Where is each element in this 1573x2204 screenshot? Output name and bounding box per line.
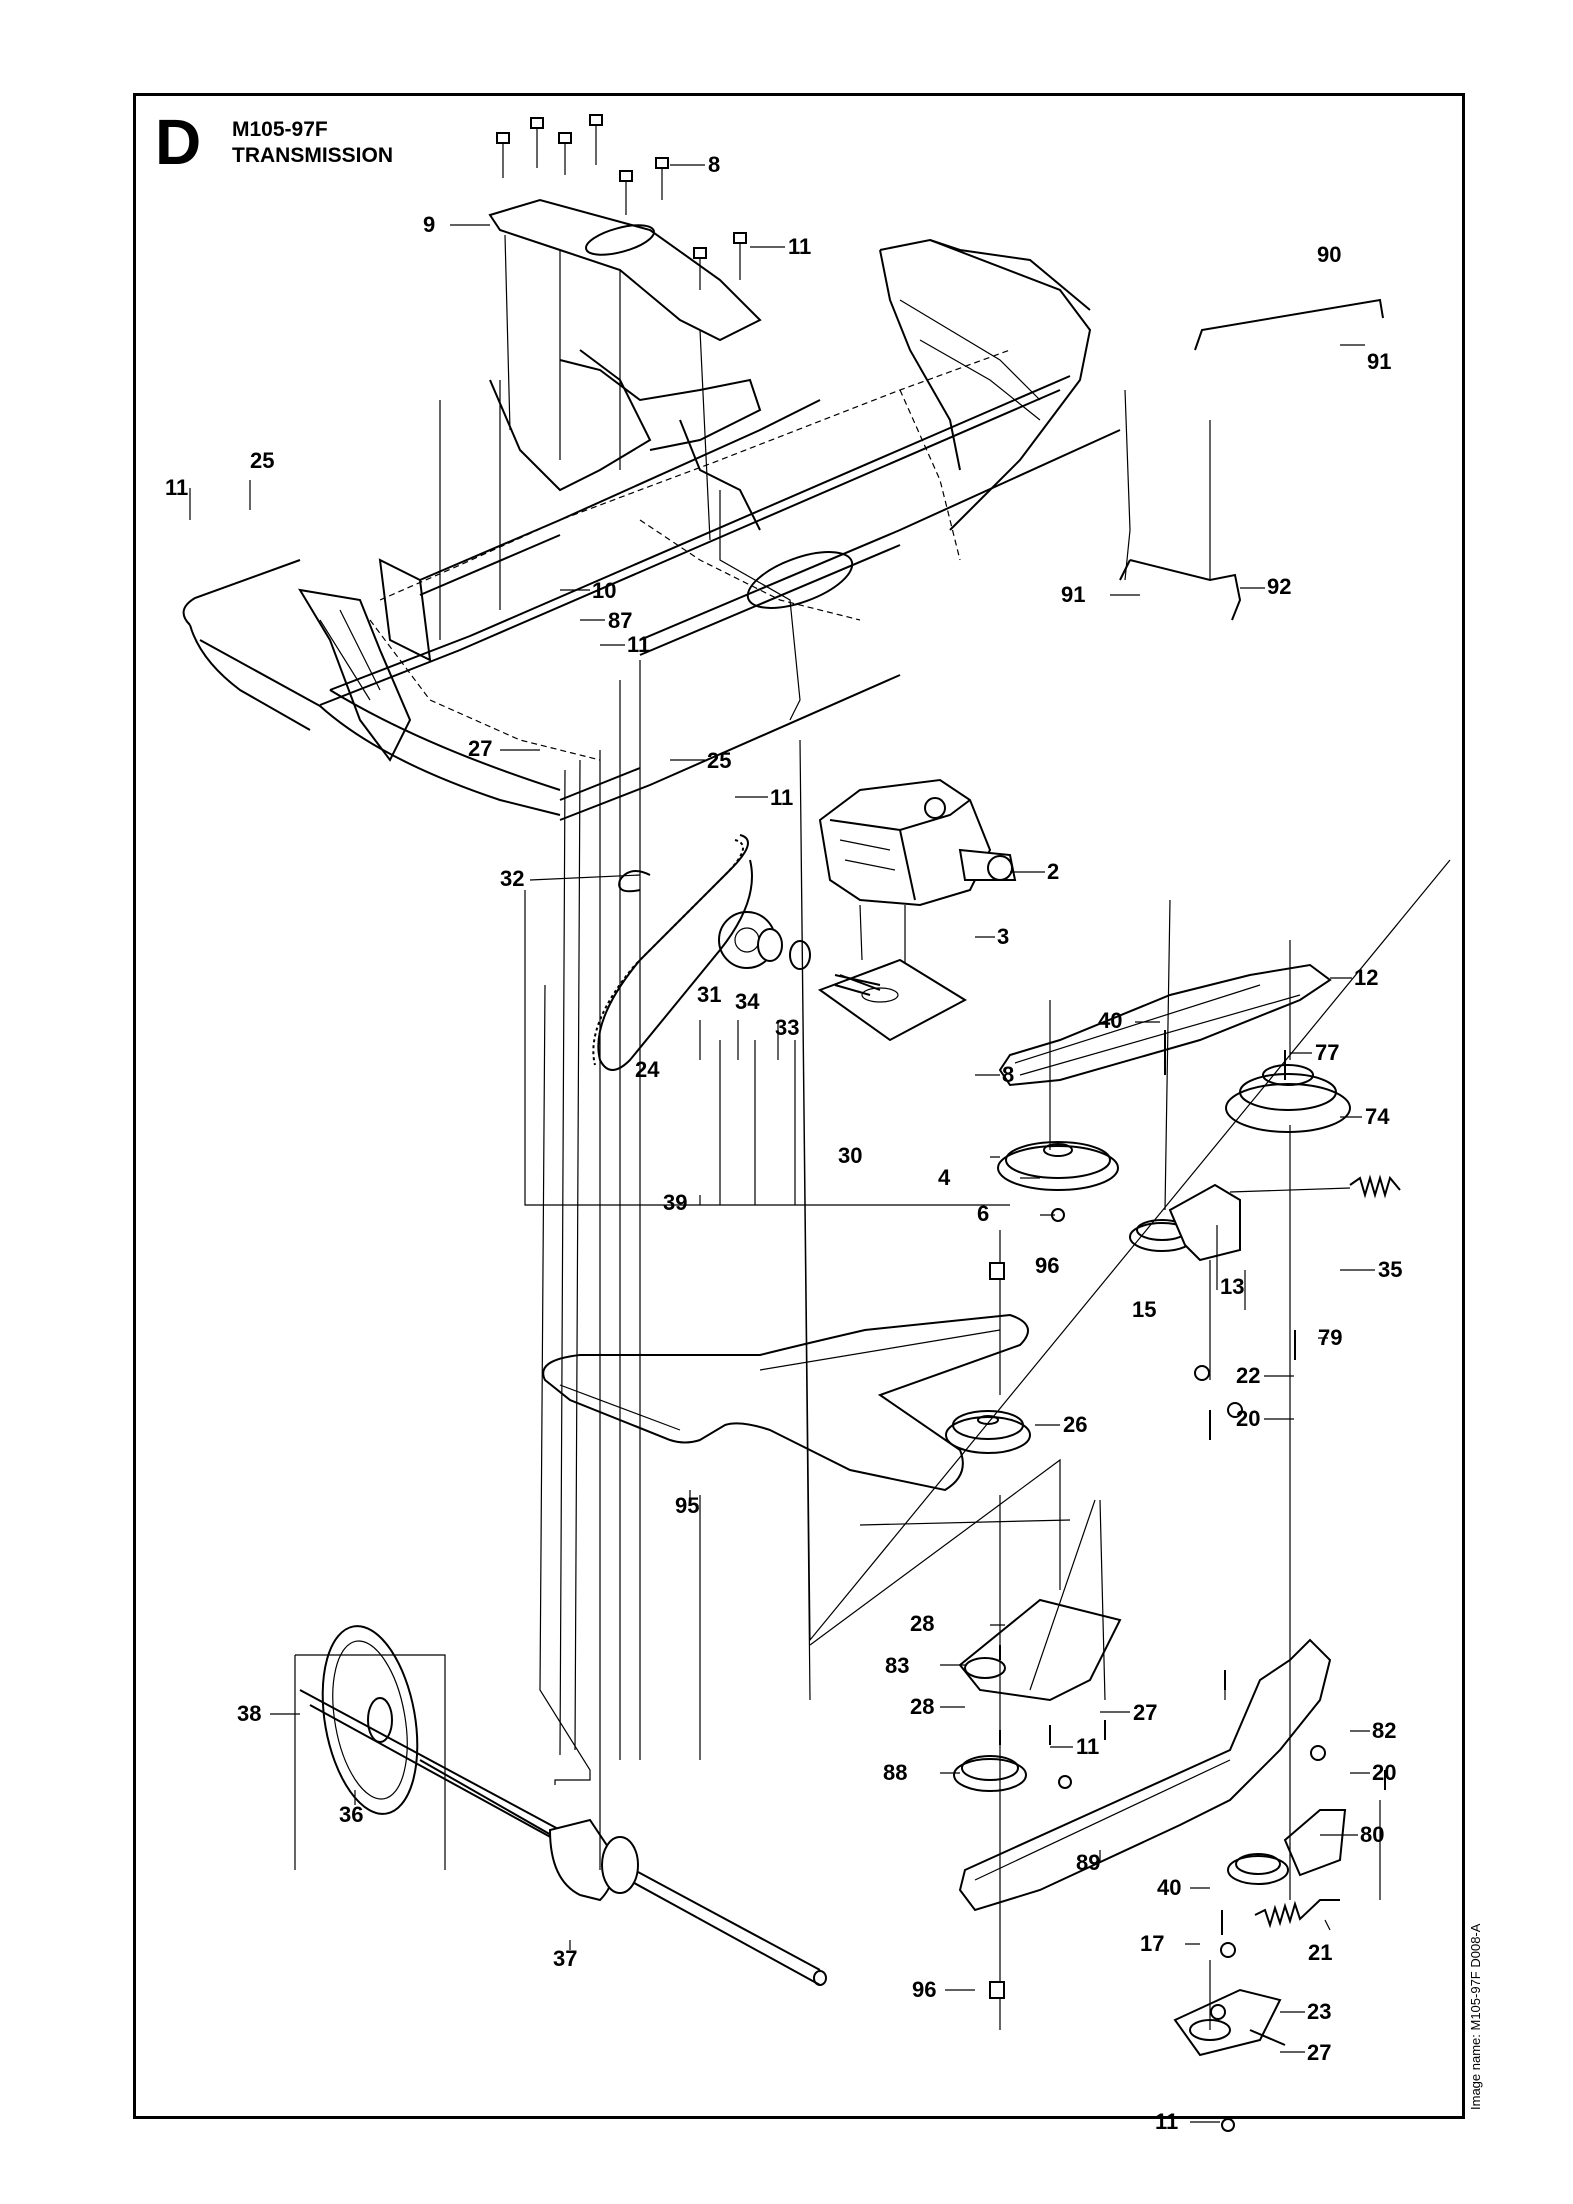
pulley-4 [997,1141,1119,1191]
callout-label: 27 [1307,2040,1331,2065]
callout-label: 15 [1132,1297,1156,1322]
callout-label: 74 [1365,1104,1390,1129]
callout-label: 23 [1307,1999,1331,2024]
callout-label: 36 [339,1802,363,1827]
callout-label: 27 [468,736,492,761]
callout-label: 33 [775,1015,799,1040]
callout-label: 12 [1354,965,1378,990]
idler-pulley-15 [1129,1183,1241,1262]
callout-label: 25 [707,748,731,773]
drive-chain [592,834,753,1071]
callout-label: 87 [608,608,632,633]
pulley-26 [945,1410,1031,1454]
callout-label: 82 [1372,1718,1396,1743]
section-letter: D [155,106,202,178]
callout-label: 32 [500,866,524,891]
callout-label: 11 [1076,1734,1099,1759]
callout-label: 11 [627,632,650,657]
callout-label: 91 [1061,582,1085,607]
callout-leaders [189,164,1375,2123]
callout-label: 20 [1236,1406,1260,1431]
axle-37 [299,1689,827,1986]
small-fasteners [989,1030,1386,2132]
callout-label: 26 [1063,1412,1087,1437]
callout-labels: 8 9 11 90 91 25 11 10 87 11 91 92 27 25 … [165,152,1402,2134]
model-number: M105-97F [232,118,328,141]
callout-label: 35 [1378,1257,1402,1282]
callout-label: 6 [977,1201,989,1226]
callout-label: 96 [1035,1253,1059,1278]
callout-label: 88 [883,1760,907,1785]
callout-label: 11 [770,785,793,810]
callout-label: 10 [592,578,616,603]
callout-label: 77 [1315,1040,1339,1065]
callout-label: 9 [423,212,435,237]
diagram-frame [133,93,1465,2119]
callout-label: 89 [1076,1850,1100,1875]
callout-label: 24 [635,1057,660,1082]
gearbox-mount-plate [817,958,968,1042]
callout-label: 28 [910,1611,934,1636]
callout-label: 17 [1140,1931,1164,1956]
callout-label: 3 [997,924,1009,949]
callout-label: 80 [1360,1822,1384,1847]
gearbox [818,778,1017,990]
callout-label: 25 [250,448,274,473]
belt-12 [998,963,1332,1087]
callout-label: 27 [1133,1700,1157,1725]
callout-label: 91 [1367,349,1391,374]
callout-label: 28 [910,1694,934,1719]
callout-label: 11 [1155,2109,1178,2134]
callout-label: 4 [938,1165,951,1190]
callout-label: 8 [708,152,720,177]
tensioner-23 [1173,1988,1286,2057]
callout-label: 40 [1157,1875,1181,1900]
callout-label: 96 [912,1977,936,2002]
drive-sprocket [718,911,881,991]
bracket-83 [958,1598,1122,1702]
callout-label: 92 [1267,574,1291,599]
callout-label: 37 [553,1946,577,1971]
callout-label: 30 [838,1143,862,1168]
chassis-frame [182,198,1121,821]
callout-label: 39 [663,1190,687,1215]
callout-label: 11 [165,475,188,500]
callout-label: 2 [1047,859,1059,884]
callout-label: 11 [788,234,811,259]
callout-label: 21 [1308,1940,1332,1965]
spring-35 [1229,1174,1401,1199]
top-fasteners [496,114,747,290]
control-rods [1119,298,1384,621]
belt-89 [958,1638,1332,1912]
callout-label: 40 [1098,1008,1122,1033]
callout-label: 13 [1220,1274,1244,1299]
callout-label: 95 [675,1493,699,1518]
pulley-80 [1227,1809,1347,1885]
callout-label: 90 [1317,242,1341,267]
diagram-title: TRANSMISSION [232,144,394,167]
callout-label: 31 [697,982,721,1007]
callout-label: 8 [1002,1062,1014,1087]
sprocket-36 [321,1625,419,1815]
callout-label: 20 [1372,1760,1396,1785]
pulley-74 [1225,1064,1351,1133]
pulley-88 [953,1755,1027,1792]
callout-label: 34 [735,989,760,1014]
spring-21 [1254,1899,1340,1929]
callout-label: 83 [885,1653,909,1678]
assembly-lines [294,380,1451,2030]
callout-label: 22 [1236,1363,1260,1388]
callout-label: 38 [237,1701,261,1726]
